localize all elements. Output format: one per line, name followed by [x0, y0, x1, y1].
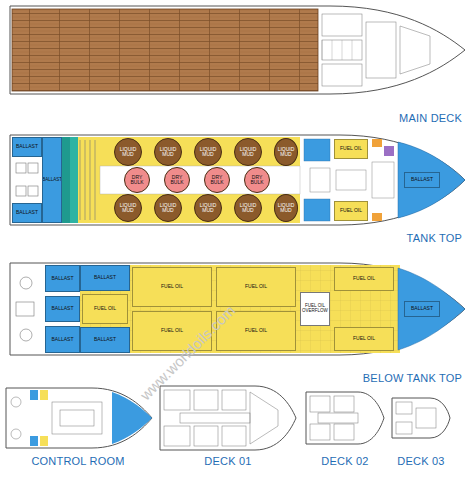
ballast-tank: BALLAST	[80, 265, 130, 291]
deck-title: TANK TOP	[407, 232, 462, 244]
tank-label: FUEL OIL	[160, 328, 184, 334]
ballast-tank: BALLAST	[404, 172, 440, 188]
mud-tank: LIQUID MUD	[194, 138, 222, 166]
fuel-oil-tank: FUEL OIL	[82, 294, 128, 324]
tank-label: LIQUID MUD	[275, 203, 297, 214]
ballast-tank: BALLAST	[12, 137, 42, 157]
tank-label: FUEL OIL	[339, 146, 363, 152]
tank-label: FUEL OIL	[93, 306, 117, 312]
tank-label: BALLAST	[410, 177, 434, 183]
ballast-tank: BALLAST	[12, 203, 42, 223]
fuel-oil-tank: FUEL OIL	[216, 267, 296, 307]
fuel-oil-tank: FUEL OIL	[334, 201, 368, 221]
mud-tank: LIQUID MUD	[114, 194, 142, 222]
tank-label: FUEL OIL	[352, 336, 376, 342]
bulk-tank: DRY BULK	[204, 167, 230, 193]
ballast-tank: BALLAST	[45, 326, 80, 353]
ballast-tank: BALLAST	[45, 296, 80, 322]
tank-label: DRY BULK	[165, 175, 189, 186]
tank-label: LIQUID MUD	[275, 147, 297, 158]
fuel-oil-tank: FUEL OIL	[334, 267, 394, 291]
tank-label: BALLAST	[410, 306, 434, 312]
tank-label: DRY BULK	[245, 175, 269, 186]
fuel-oil-tank: FUEL OIL	[334, 327, 394, 351]
bulk-tank: DRY BULK	[164, 167, 190, 193]
mud-tank: LIQUID MUD	[234, 194, 262, 222]
mud-tank: LIQUID MUD	[154, 138, 182, 166]
room-line	[342, 40, 343, 60]
ballast-tank: BALLAST	[80, 327, 130, 353]
deck-title: CONTROL ROOM	[31, 455, 124, 467]
tank-label: FUEL OIL	[244, 284, 268, 290]
tank-label: FUEL OIL	[352, 276, 376, 282]
tank-label: FUEL OIL	[244, 328, 268, 334]
mud-tank: LIQUID MUD	[274, 194, 298, 222]
tank-label: FUEL OIL OVERFLOW	[301, 304, 329, 314]
tank-label: LIQUID MUD	[155, 147, 181, 158]
tank-label: BALLAST	[93, 275, 117, 281]
tank-label: LIQUID MUD	[235, 203, 261, 214]
tank-label: FUEL OIL	[160, 284, 184, 290]
deck-title: DECK 02	[321, 455, 368, 467]
tank-label: DRY BULK	[125, 175, 149, 186]
fuel-oil-tank: FUEL OIL	[132, 267, 212, 307]
mud-tank: LIQUID MUD	[234, 138, 262, 166]
deck-title: BELOW TANK TOP	[363, 372, 462, 384]
tank-label: BALLAST	[15, 210, 39, 216]
mud-tank: LIQUID MUD	[274, 138, 298, 166]
tank-label: BALLAST	[93, 337, 117, 343]
mud-tank: LIQUID MUD	[194, 194, 222, 222]
tank-label: LIQUID MUD	[115, 203, 141, 214]
mud-tank: LIQUID MUD	[114, 138, 142, 166]
bulk-tank: DRY BULK	[124, 167, 150, 193]
deck-title: DECK 03	[397, 455, 444, 467]
tank-label: BALLAST	[51, 276, 75, 282]
tank-label: FUEL OIL	[339, 208, 363, 214]
deck-title: MAIN DECK	[399, 112, 462, 124]
room-line	[332, 40, 333, 60]
mud-tank: LIQUID MUD	[154, 194, 182, 222]
tank-label: LIQUID MUD	[235, 147, 261, 158]
overflow-tank: FUEL OIL OVERFLOW	[300, 292, 330, 326]
ballast-tank: BALLAST	[404, 301, 440, 317]
room-line	[352, 40, 353, 60]
tank-label: DRY BULK	[205, 175, 229, 186]
bulk-tank: DRY BULK	[244, 167, 270, 193]
fuel-oil-tank: FUEL OIL	[334, 139, 368, 159]
tank-label: LIQUID MUD	[155, 203, 181, 214]
tank-label: BALLAST	[51, 306, 75, 312]
tank-label: LIQUID MUD	[115, 147, 141, 158]
tank-label: LIQUID MUD	[195, 147, 221, 158]
ballast-tank: BALLAST	[42, 137, 62, 223]
room-line	[322, 40, 323, 60]
tank-label: BALLAST	[51, 337, 75, 343]
deck-title: DECK 01	[204, 455, 251, 467]
tank-label: LIQUID MUD	[195, 203, 221, 214]
tank-label: BALLAST	[15, 144, 39, 150]
ballast-tank: BALLAST	[45, 265, 80, 292]
tank-label: BALLAST	[42, 178, 62, 183]
